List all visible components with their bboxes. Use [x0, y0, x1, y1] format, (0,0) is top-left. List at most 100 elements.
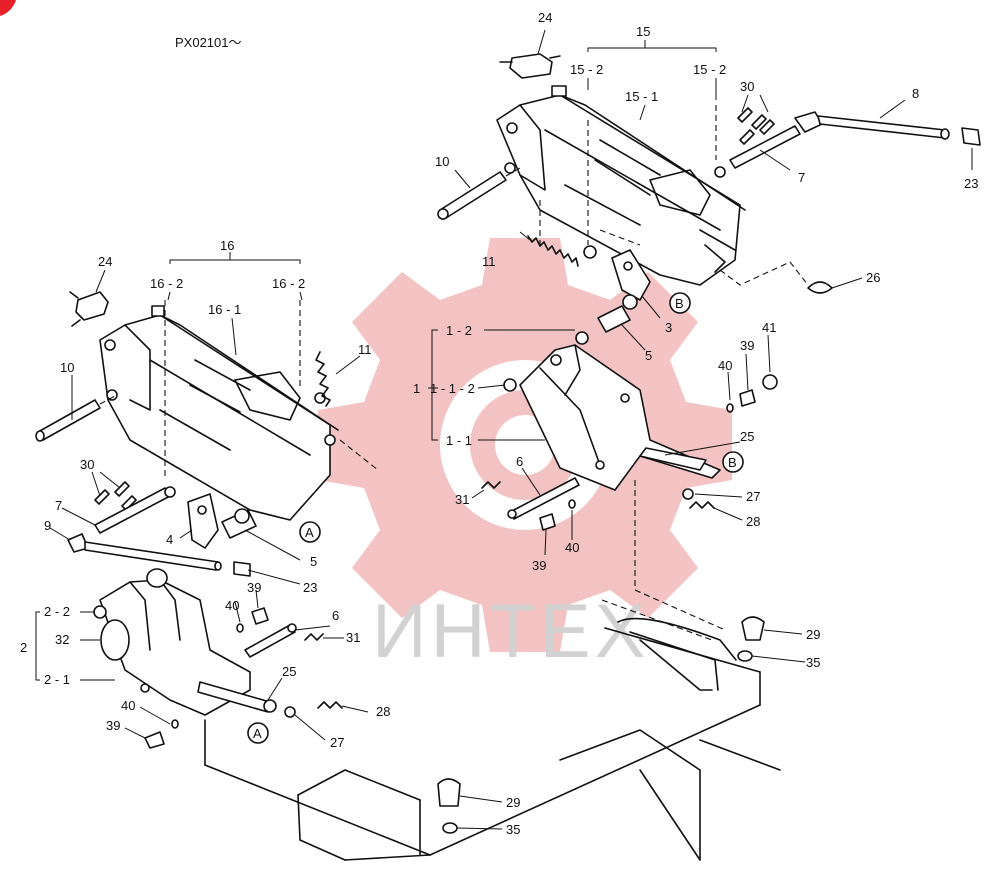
marker-b-top-icon: [669, 292, 691, 314]
part-35-bottom: [442, 822, 458, 834]
label-35-bottom: 35: [506, 822, 520, 837]
label-41: 41: [762, 320, 776, 335]
label-26: 26: [866, 270, 880, 285]
corner-mark-icon: [0, 0, 16, 16]
label-1-1: 1 - 1: [446, 433, 472, 448]
frame-assembly-15: [496, 85, 746, 286]
label-11-mid: 11: [482, 254, 496, 269]
part-10-left: [35, 395, 116, 442]
label-25-bottom: 25: [282, 664, 296, 679]
part-10-top: [437, 167, 521, 220]
marker-a-left-text: A: [305, 525, 314, 540]
label-2: 2: [20, 640, 27, 655]
label-29-right: 29: [806, 627, 820, 642]
label-40-mid: 40: [565, 540, 579, 555]
frame-assembly-16: [99, 300, 379, 521]
label-35-right: 35: [806, 655, 820, 670]
label-28-bottom: 28: [376, 704, 390, 719]
part-23-top: [961, 127, 981, 146]
label-39-mid: 39: [532, 558, 546, 573]
label-28-right: 28: [746, 514, 760, 529]
marker-a-bottom-icon: [247, 722, 269, 744]
leader-lines: [35, 40, 973, 830]
base-frame: [204, 480, 781, 861]
part-9-rod: [67, 533, 222, 571]
label-15-2a: 15 - 2: [570, 62, 603, 77]
label-16-2-a: 16 - 2: [150, 276, 183, 291]
label-6-mid: 6: [516, 454, 523, 469]
part-24-left: [69, 269, 109, 327]
label-23-left: 23: [303, 580, 317, 595]
part-3-bracket: [611, 249, 651, 301]
label-29-bottom: 29: [506, 795, 520, 810]
part-35-right: [737, 650, 753, 662]
label-27-bottom: 27: [330, 735, 344, 750]
label-40-right: 40: [718, 358, 732, 373]
label-3: 3: [665, 320, 672, 335]
part-39-bottom-left: [144, 731, 165, 749]
label-32: 32: [55, 632, 69, 647]
spring-11-top: [519, 231, 579, 267]
marker-b-right-text: B: [728, 455, 737, 470]
part-28-mid: [689, 501, 715, 509]
label-2-1: 2 - 1: [44, 672, 70, 687]
label-24-top: 24: [538, 10, 552, 25]
part-7-top: [729, 125, 801, 169]
label-15-2b: 15 - 2: [693, 62, 726, 77]
label-30-left: 30: [80, 457, 94, 472]
part-39-mid: [539, 513, 556, 531]
label-10-left: 10: [60, 360, 74, 375]
label-2-2: 2 - 2: [44, 604, 70, 619]
part-27-mid: [682, 488, 694, 500]
part-4-left: [187, 493, 219, 549]
label-9: 9: [44, 518, 51, 533]
label-31-mid: 31: [455, 492, 469, 507]
part-31-mid: [481, 481, 501, 489]
part-40-mid: [568, 499, 576, 509]
label-1-2-a: 1 - 2: [446, 323, 472, 338]
part-29-bottom: [437, 778, 461, 807]
label-15-1: 15 - 1: [625, 89, 658, 104]
part-40-bottom-left: [171, 719, 179, 729]
marker-b-top-text: B: [675, 296, 684, 311]
marker-a-left-icon: [299, 521, 321, 543]
part-7-left: [94, 486, 176, 534]
label-25-right: 25: [740, 429, 754, 444]
label-8: 8: [912, 86, 919, 101]
part-29-right: [741, 616, 765, 641]
label-6-bottom: 6: [332, 608, 339, 623]
part-23-left: [233, 561, 251, 577]
part-5-top: [597, 294, 638, 333]
part-8: [794, 111, 950, 140]
part-24-top: [499, 29, 561, 79]
label-40-bottom-left: 40: [121, 698, 135, 713]
label-1: 1: [413, 381, 420, 396]
serial-note: PX02101～: [175, 35, 242, 50]
part-6-mid: [507, 477, 580, 520]
label-27-right: 27: [746, 489, 760, 504]
label-39-bottom: 39: [247, 580, 261, 595]
part-30-top: [737, 107, 775, 145]
spring-11-left: [315, 351, 331, 407]
watermark-text: ИНТЕХ: [372, 589, 649, 674]
label-23-top: 23: [964, 176, 978, 191]
part-27-bottom: [284, 706, 296, 718]
label-16-2-b: 16 - 2: [272, 276, 305, 291]
part-40-bottom: [236, 623, 244, 633]
marker-a-bottom-text: A: [253, 726, 262, 741]
label-5-left: 5: [310, 554, 317, 569]
label-1-1-2: 1 - 1 - 2: [430, 381, 475, 396]
label-31-bottom: 31: [346, 630, 360, 645]
label-16: 16: [220, 238, 234, 253]
part-39-bottom: [251, 607, 269, 625]
label-15: 15: [636, 24, 650, 39]
label-4: 4: [166, 532, 173, 547]
bracket-assembly-2: [93, 568, 277, 716]
part-26: [719, 261, 833, 294]
label-11-left: 11: [358, 342, 372, 357]
label-5-mid: 5: [645, 348, 652, 363]
parts-39-40-41-right: [726, 374, 778, 413]
part-5-left: [221, 508, 257, 539]
part-6-bottom: [244, 623, 297, 658]
